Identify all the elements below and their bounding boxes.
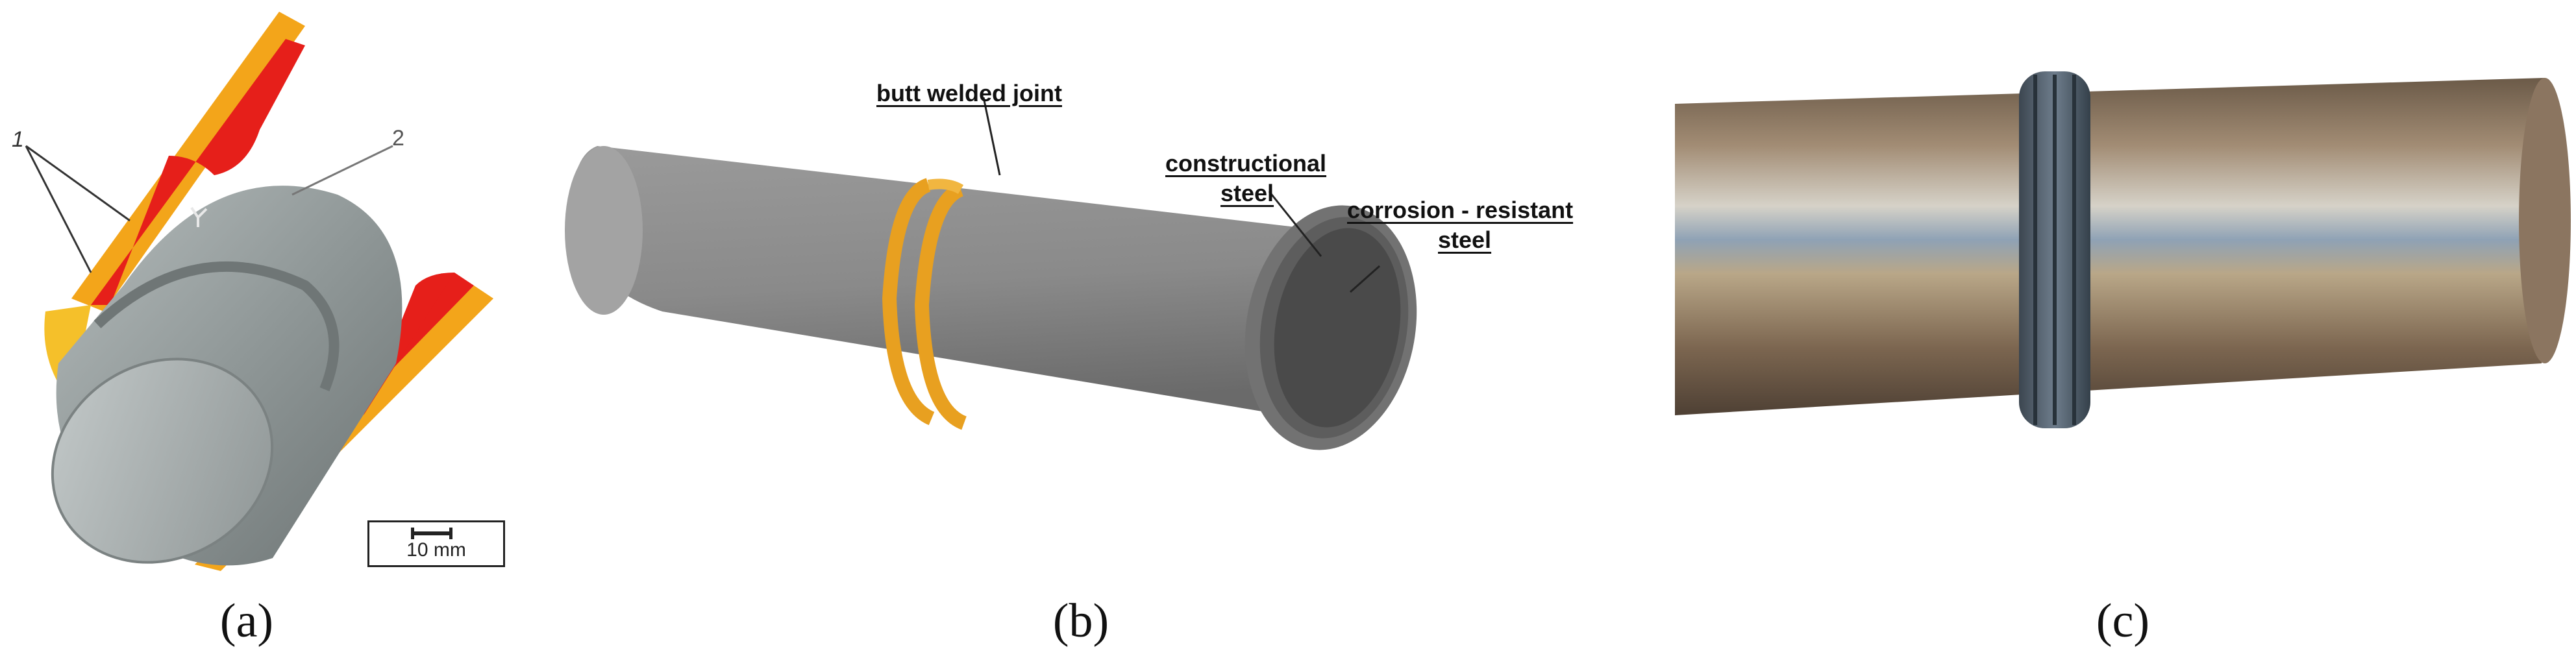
weld-ring-2	[914, 182, 967, 430]
caption-b: (b)	[1052, 594, 1109, 648]
label-butt-welded-joint: butt welded joint	[876, 80, 1062, 106]
weld-ring-1	[882, 178, 935, 426]
panel-a: 1 2 10 mm	[0, 0, 532, 669]
label-constructional-steel-line2: steel	[1220, 180, 1274, 206]
label-2: 2	[392, 126, 404, 151]
panel-b: butt welded joint constructional steel c…	[532, 0, 1662, 669]
panel-b-illustration	[565, 97, 1417, 450]
caption-a: (a)	[219, 594, 274, 648]
label-corrosion-resistant-line2: steel	[1438, 226, 1492, 253]
specimen-end-face	[51, 358, 274, 564]
label-constructional-steel-line1: constructional	[1165, 150, 1327, 176]
pipe-body	[571, 146, 1324, 422]
panel-c	[1662, 0, 2576, 669]
label-corrosion-resistant-line1: corrosion - resistant	[1347, 197, 1574, 223]
scale-bar-text: 10 mm	[406, 539, 466, 561]
panel-c-photo	[1675, 71, 2571, 428]
photo-pipe	[1675, 78, 2557, 415]
scale-bar: 10 mm	[367, 520, 505, 567]
label-1: 1	[12, 127, 24, 152]
inner-layer-top	[91, 39, 305, 305]
pipe-left-end	[565, 146, 643, 315]
panel-a-illustration	[25, 12, 493, 571]
caption-c: (c)	[2096, 594, 2150, 648]
scale-bar-line	[411, 528, 452, 539]
pipe-bore	[1274, 228, 1401, 428]
